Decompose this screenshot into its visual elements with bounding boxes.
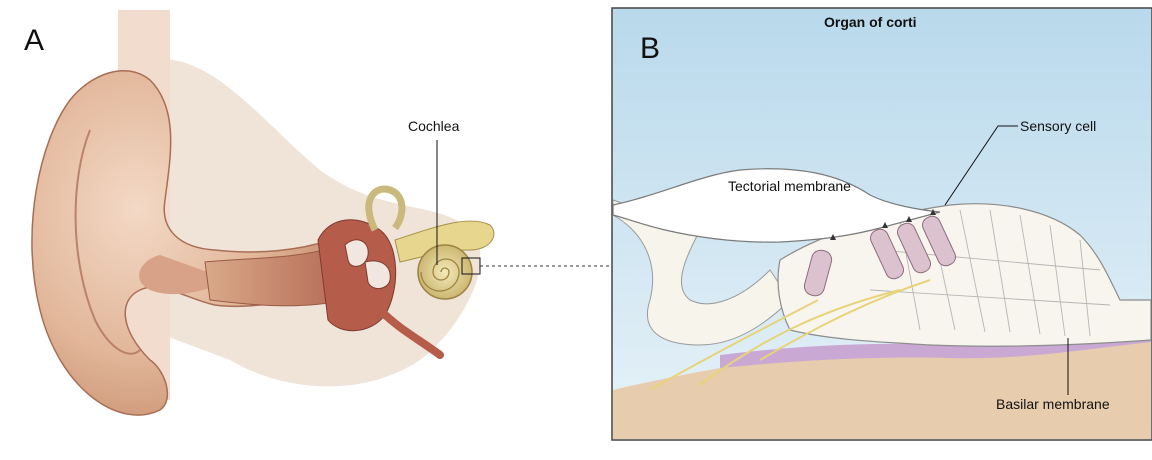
- panel-b-illustration: [612, 8, 1152, 440]
- sensory-cell-label: Sensory cell: [1020, 118, 1096, 134]
- panel-b-title: Organ of corti: [824, 14, 917, 30]
- temporal-bone: [150, 59, 480, 386]
- tectorial-membrane-label: Tectorial membrane: [728, 178, 851, 194]
- panel-a-letter: A: [24, 24, 44, 58]
- basilar-membrane-label: Basilar membrane: [996, 396, 1110, 412]
- cochlea-spiral: [418, 245, 472, 299]
- cochlea-label: Cochlea: [408, 118, 459, 134]
- panel-b-letter: B: [640, 32, 660, 66]
- panel-a-illustration: [32, 10, 494, 415]
